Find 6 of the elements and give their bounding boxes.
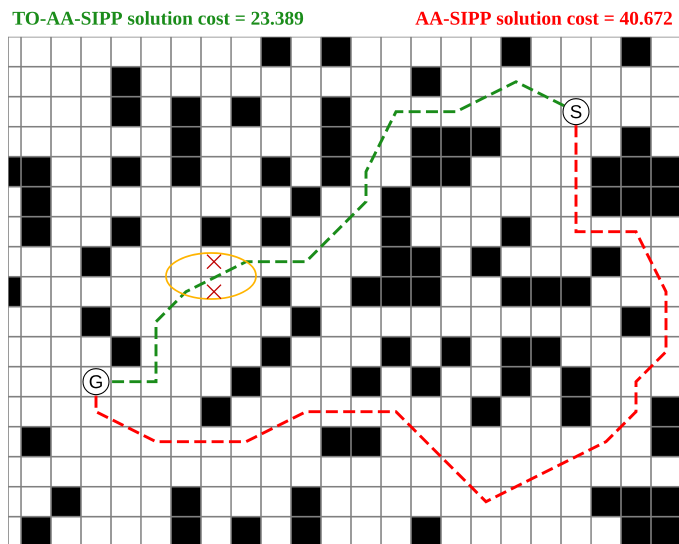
circle-node: G: [82, 368, 110, 396]
path-line: [94, 125, 668, 504]
path-line: [110, 80, 565, 384]
cost-label: AA-SIPP solution cost = 40.672: [415, 11, 672, 25]
cost-label: TO-AA-SIPP solution cost = 23.389: [12, 11, 304, 25]
circle-node: S: [562, 98, 590, 126]
